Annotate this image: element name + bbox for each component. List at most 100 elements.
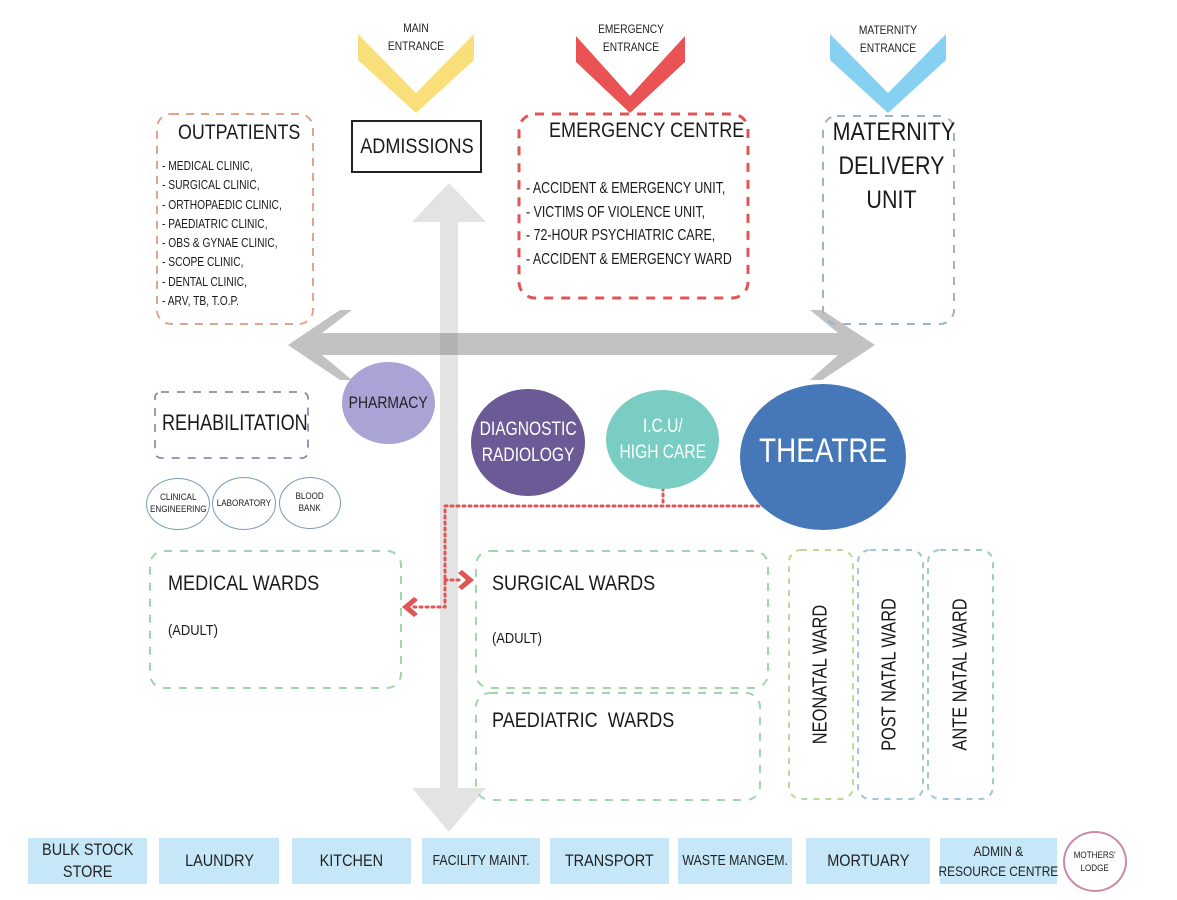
service-label: TRANSPORT	[565, 851, 654, 870]
emergency-centre-title: EMERGENCY CENTRE	[549, 119, 745, 142]
pharmacy-circle: PHARMACY	[342, 362, 435, 444]
medical-wards-subtitle: (ADULT)	[168, 622, 218, 639]
main-entrance-label-line1: MAIN	[403, 21, 429, 35]
radiology-line1: DIAGNOSTIC	[479, 418, 577, 440]
surgical-wards-title: SURGICAL WARDS	[492, 572, 656, 595]
service-label: LAUNDRY	[184, 851, 254, 870]
outpatients-item: - SCOPE CLINIC,	[162, 255, 244, 270]
post-natal-ward-title: POST NATAL WARD	[879, 598, 902, 751]
outpatients-item: - ARV, TB, T.O.P.	[162, 294, 239, 309]
emergency-centre-item: - ACCIDENT & EMERGENCY WARD	[526, 250, 732, 268]
outpatients-list: - MEDICAL CLINIC, - SURGICAL CLINIC, - O…	[162, 157, 282, 311]
vertical-circulation-arrow	[412, 183, 486, 832]
critical-care-connector	[410, 486, 779, 609]
service-waste-management: WASTE MANGEM.	[678, 838, 792, 884]
emergency-entrance-chevron	[576, 36, 685, 113]
outpatients-item: - OBS & GYNAE CLINIC,	[162, 236, 278, 251]
main-entrance-label-line2: ENTRANCE	[387, 39, 445, 53]
maternity-entrance-label-line2: ENTRANCE	[859, 41, 917, 55]
maternity-line3: UNIT	[866, 186, 917, 214]
ante-natal-ward-border	[927, 549, 994, 800]
theatre-circle: THEATRE	[740, 384, 906, 530]
outpatients-item: - MEDICAL CLINIC,	[162, 159, 253, 173]
medical-wards-title: MEDICAL WARDS	[168, 572, 320, 595]
arrowhead-to-surgical-wards	[458, 570, 474, 590]
arrowhead-to-medical-wards	[402, 597, 418, 617]
outpatients-border	[156, 113, 314, 325]
laboratory-circle: LABORATORY	[212, 477, 276, 530]
icu-line1: I.C.U/	[642, 415, 683, 437]
ante-natal-ward: ANTE NATAL WARD	[928, 550, 993, 799]
maternity-border	[822, 115, 955, 325]
service-label: KITCHEN	[319, 851, 384, 870]
service-mortuary: MORTUARY	[806, 838, 930, 884]
theatre-label: THEATRE	[758, 431, 888, 470]
surgical-wards-subtitle: (ADULT)	[492, 630, 542, 647]
emergency-entrance-label-line2: ENTRANCE	[602, 40, 660, 54]
post-natal-ward-border	[857, 549, 924, 800]
maternity-entrance-label: MATERNITY ENTRANCE	[837, 21, 939, 57]
service-label: MORTUARY	[826, 851, 910, 870]
outpatients-item: - DENTAL CLINIC,	[162, 274, 247, 289]
outpatients-item: - ORTHOPAEDIC CLINIC,	[162, 197, 282, 212]
clinical-engineering-line2: ENGINEERING	[149, 504, 207, 515]
blood-bank-line1: BLOOD	[295, 491, 325, 502]
service-label: WASTE MANGEM.	[682, 853, 788, 869]
maternity-delivery-unit-title: MATERNITY DELIVERY UNIT	[823, 115, 960, 217]
mothers-lodge-circle: MOTHERS'LODGE	[1063, 831, 1127, 892]
admissions-box: ADMISSIONS	[351, 120, 482, 173]
outpatients-item: - SURGICAL CLINIC,	[162, 178, 260, 193]
post-natal-ward: POST NATAL WARD	[858, 550, 923, 799]
neonatal-ward: NEONATAL WARD	[789, 550, 853, 799]
service-label: RESOURCE CENTRE	[938, 863, 1059, 879]
emergency-centre-item: - VICTIMS OF VIOLENCE UNIT,	[526, 203, 706, 221]
admissions-title: ADMISSIONS	[359, 134, 474, 158]
horizontal-circulation-arrow	[288, 310, 875, 380]
outpatients-title: OUTPATIENTS	[178, 121, 301, 144]
service-admin-resource-centre: ADMIN & RESOURCE CENTRE	[938, 838, 1059, 884]
emergency-entrance-label-line1: EMERGENCY	[598, 22, 664, 36]
paediatric-wards-title: PAEDIATRIC WARDS	[492, 709, 675, 732]
service-label: ADMIN &	[973, 843, 1024, 859]
main-entrance-label: MAIN ENTRANCE	[365, 19, 467, 55]
maternity-entrance-chevron	[830, 34, 946, 113]
radiology-line2: RADIOLOGY	[481, 444, 575, 466]
blood-bank-line2: BANK	[298, 503, 321, 514]
mothers-lodge-line2: LODGE	[1080, 862, 1110, 874]
paediatric-wards-border	[475, 692, 761, 801]
emergency-centre-list: - ACCIDENT & EMERGENCY UNIT, - VICTIMS O…	[526, 177, 732, 271]
icu-high-care-circle: I.C.U/HIGH CARE	[606, 390, 719, 489]
outpatients-item: - PAEDIATRIC CLINIC,	[162, 216, 268, 231]
service-label: FACILITY MAINT.	[432, 853, 530, 869]
mothers-lodge-line1: MOTHERS'	[1074, 849, 1116, 861]
emergency-centre-border	[517, 112, 750, 300]
maternity-entrance-label-line1: MATERNITY	[858, 23, 918, 37]
service-facility-maintenance: FACILITY MAINT.	[422, 838, 540, 884]
service-laundry: LAUNDRY	[159, 838, 279, 884]
emergency-centre-item: - 72-HOUR PSYCHIATRIC CARE,	[526, 227, 716, 244]
neonatal-ward-title: NEONATAL WARD	[809, 604, 832, 745]
service-transport: TRANSPORT	[550, 838, 669, 884]
laboratory-label: LABORATORY	[216, 497, 272, 509]
clinical-engineering-line1: CLINICAL	[159, 492, 197, 503]
pharmacy-label: PHARMACY	[349, 393, 429, 412]
main-entrance-chevron	[358, 34, 474, 113]
medical-wards-border	[149, 550, 402, 689]
maternity-line2: DELIVERY	[838, 152, 945, 180]
neonatal-ward-border	[788, 549, 854, 800]
ante-natal-ward-title: ANTE NATAL WARD	[949, 598, 972, 751]
service-bulk-stock-store: BULK STOCK STORE	[28, 838, 147, 884]
rehabilitation-title: REHABILITATION	[162, 410, 308, 435]
emergency-entrance-label: EMERGENCY ENTRANCE	[580, 20, 682, 56]
emergency-centre-item: - ACCIDENT & EMERGENCY UNIT,	[526, 180, 726, 197]
service-label: BULK STOCK	[41, 840, 134, 859]
icu-line2: HIGH CARE	[619, 441, 706, 463]
surgical-wards-border	[475, 550, 769, 689]
service-label: STORE	[62, 862, 113, 881]
diagnostic-radiology-circle: DIAGNOSTIC RADIOLOGY	[471, 389, 585, 496]
rehabilitation-border	[154, 391, 309, 459]
service-kitchen: KITCHEN	[292, 838, 411, 884]
